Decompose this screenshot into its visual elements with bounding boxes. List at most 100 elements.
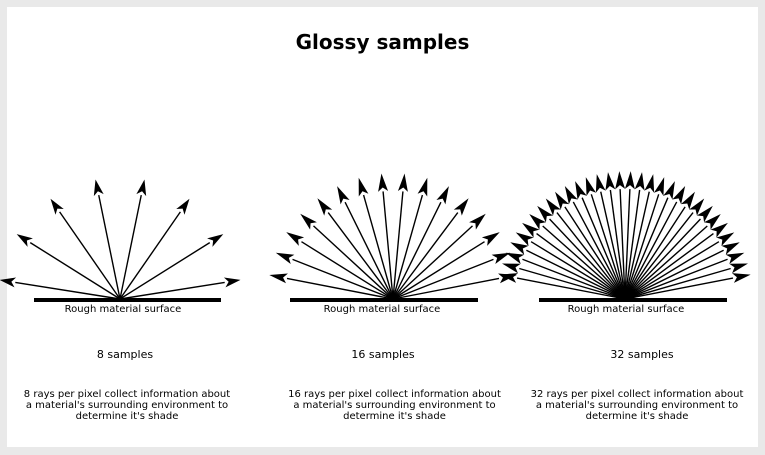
ray-line	[624, 258, 728, 300]
ray-line	[519, 267, 626, 300]
ray-line	[313, 225, 394, 300]
ray-arrowhead	[300, 213, 317, 230]
description-32-line-3: determine it's shade	[585, 411, 689, 422]
surface-label-16: Rough material surface	[323, 304, 441, 315]
ray-line	[59, 211, 121, 300]
ray-arrowhead	[223, 277, 241, 288]
ray-arrowhead	[545, 198, 561, 216]
ray-line	[15, 281, 121, 300]
ray-arrowhead	[721, 242, 740, 255]
ray-arrowhead	[397, 173, 408, 192]
panel-32-samples	[499, 171, 751, 302]
ray-arrowhead	[605, 172, 616, 191]
ray-arrowhead	[50, 198, 64, 215]
ray-arrowhead	[502, 263, 521, 274]
diagram-canvas	[7, 7, 758, 447]
ray-arrowhead	[469, 213, 486, 230]
ray-arrowhead	[93, 179, 104, 197]
ray-line	[624, 194, 660, 300]
ray-arrowhead	[491, 252, 511, 265]
ray-arrowhead	[510, 242, 529, 255]
ray-line	[119, 281, 225, 300]
ray-arrowhead	[269, 273, 288, 284]
ray-line	[624, 233, 714, 300]
ray-line	[609, 189, 626, 300]
ray-line	[119, 242, 211, 300]
caption-8-samples: 8 samples	[96, 348, 154, 361]
ray-line	[624, 197, 669, 300]
ray-arrowhead	[537, 205, 554, 223]
ray-arrowhead	[522, 222, 540, 238]
ray-line	[522, 258, 626, 300]
ray-arrowhead	[575, 181, 587, 200]
diagram-title: Glossy samples	[295, 30, 470, 54]
ray-line	[292, 258, 394, 300]
description-8-line-1: 8 rays per pixel collect information abo…	[23, 389, 231, 400]
ray-arrowhead	[595, 174, 606, 193]
ray-arrowhead	[680, 191, 695, 210]
ray-arrowhead	[417, 177, 428, 197]
ray-line	[624, 267, 731, 300]
ray-arrowhead	[481, 232, 500, 246]
ray-line	[392, 212, 459, 300]
surface-label-8: Rough material surface	[64, 304, 182, 315]
ray-line	[536, 233, 626, 300]
ray-arrowhead	[696, 205, 713, 223]
ray-line	[624, 218, 701, 300]
ray-arrowhead	[703, 214, 721, 230]
ray-line	[624, 225, 708, 300]
ray-line	[362, 194, 394, 300]
description-16-line-1: 16 rays per pixel collect information ab…	[288, 389, 501, 400]
ray-arrowhead	[378, 173, 389, 192]
ray-line	[624, 277, 734, 300]
description-32-line-1: 32 rays per pixel collect information ab…	[530, 389, 744, 400]
ray-line	[382, 191, 394, 300]
ray-line	[29, 242, 121, 300]
ray-line	[301, 241, 394, 300]
caption-32-samples: 32 samples	[610, 348, 674, 361]
ray-arrowhead	[515, 232, 534, 246]
caption-16-samples: 16 samples	[351, 348, 415, 361]
ray-arrowhead	[672, 186, 686, 205]
ray-arrowhead	[529, 214, 547, 230]
ray-line	[392, 277, 500, 300]
ray-arrowhead	[585, 177, 597, 196]
ray-arrowhead	[725, 252, 745, 264]
ray-line	[286, 277, 394, 300]
panel-16-samples	[269, 173, 517, 302]
ray-line	[392, 241, 485, 300]
ray-arrowhead	[564, 186, 578, 205]
ray-arrowhead	[16, 234, 33, 247]
ray-line	[119, 195, 142, 300]
ray-line	[624, 189, 631, 300]
ray-line	[624, 201, 678, 300]
ray-arrowhead	[0, 277, 17, 288]
description-32-line-2: a material's surrounding environment to	[535, 400, 739, 411]
ray-line	[392, 225, 473, 300]
description-16-line-3: determine it's shade	[343, 411, 446, 422]
ray-line	[549, 218, 626, 300]
ray-arrowhead	[207, 234, 224, 247]
ray-arrowhead	[505, 252, 525, 264]
description-8-line-3: determine it's shade	[75, 411, 179, 422]
ray-arrowhead	[689, 198, 705, 216]
ray-line	[530, 241, 626, 300]
ray-line	[98, 195, 121, 300]
ray-line	[119, 211, 181, 300]
ray-arrowhead	[453, 198, 469, 216]
ray-line	[624, 249, 724, 300]
ray-line	[392, 258, 494, 300]
description-8-line-2: a material's surrounding environment to	[25, 400, 229, 411]
ray-arrowhead	[499, 273, 518, 283]
ray-arrowhead	[710, 222, 728, 238]
ray-arrowhead	[136, 179, 147, 197]
ray-arrowhead	[555, 191, 570, 210]
description-16-line-2: a material's surrounding environment to	[293, 400, 496, 411]
ray-line	[327, 212, 394, 300]
ray-arrowhead	[732, 273, 751, 283]
ray-line	[590, 194, 626, 300]
ray-line	[624, 206, 686, 300]
ray-arrowhead	[615, 171, 626, 190]
ray-line	[344, 201, 394, 300]
